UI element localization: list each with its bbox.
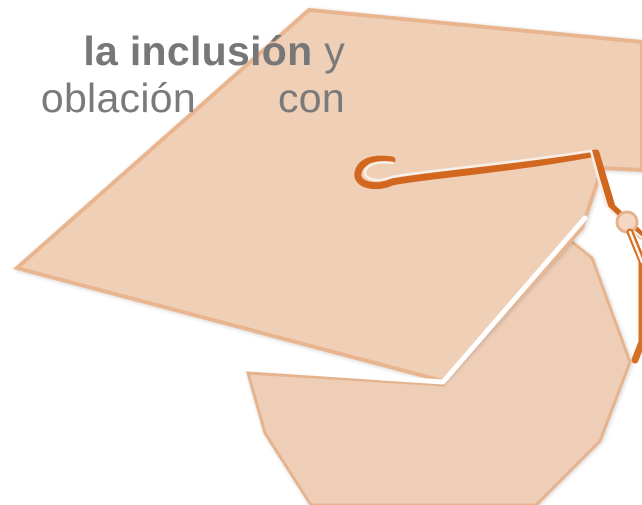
tassel-cord xyxy=(354,149,642,240)
text-fragment: la inclusión y oblación con xyxy=(0,28,345,122)
text-line-1: la inclusión y xyxy=(0,28,345,75)
cap-board-shape xyxy=(12,7,642,384)
tassel-button xyxy=(615,210,639,234)
tassel-right-fragment xyxy=(626,228,642,364)
bold-inclusion-text: la inclusión xyxy=(83,28,313,74)
with-text: con xyxy=(277,75,345,121)
cap-fold-line xyxy=(247,215,588,385)
population-text: oblación xyxy=(40,75,196,121)
text-line-2: oblación con xyxy=(0,75,345,122)
conjunction-text: y xyxy=(312,28,345,74)
tassel-right-highlight xyxy=(628,230,642,264)
tassel-cord-highlight xyxy=(363,149,642,240)
